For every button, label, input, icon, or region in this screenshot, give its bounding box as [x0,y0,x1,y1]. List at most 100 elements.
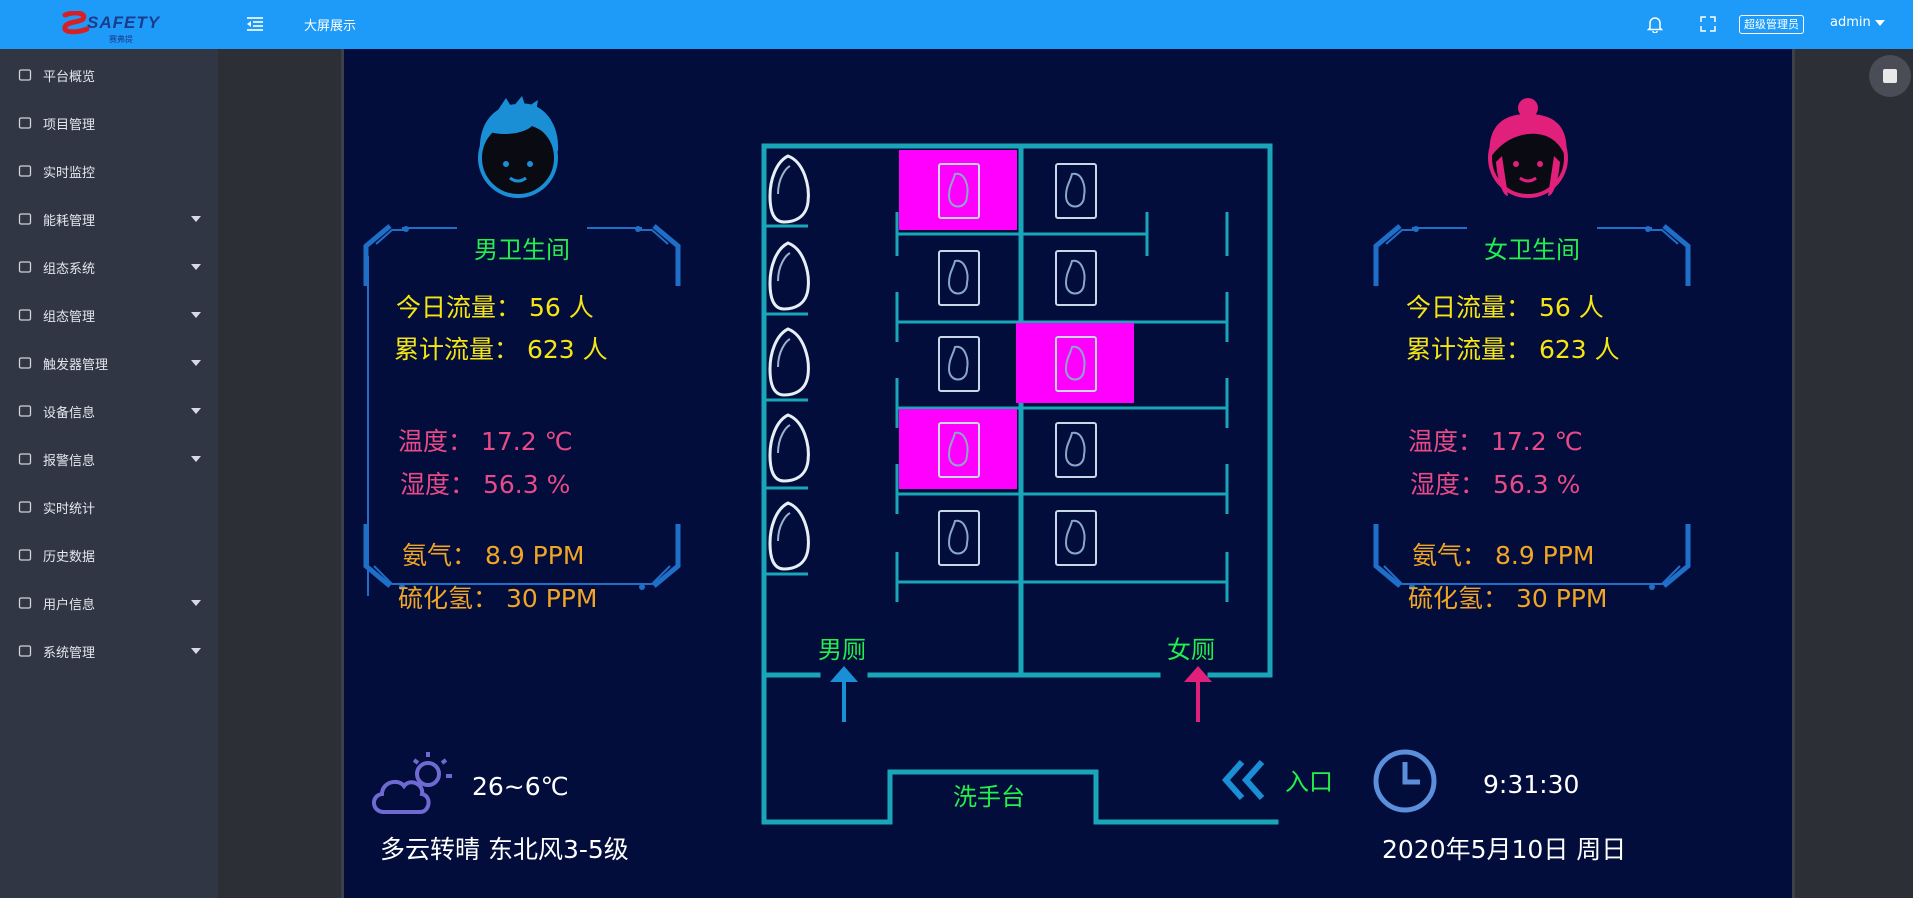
sidebar-item-3[interactable]: 能耗管理 [0,197,218,241]
male-stall-label: 男厕 [818,636,866,664]
female-restroom-panel: 女卫生间 今日流量： 56 人 累计流量： 623 人 温度： 17.2 ℃ 湿… [1372,126,1692,613]
chevron-down-icon[interactable] [191,216,201,222]
toilet-stall [938,250,980,306]
sidebar-item-label: 用户信息 [43,597,96,613]
chevron-down-icon[interactable] [191,456,201,462]
toilet-stall [1055,163,1097,219]
chevron-down-icon[interactable] [191,312,201,318]
stat-label: 累计流量： [394,335,520,364]
female-temperature: 温度： 17.2 ℃ [1408,422,1583,458]
stat-value: 8.9 PPM [484,541,585,570]
sidebar-item-7[interactable]: 设备信息 [0,389,218,433]
clock-date: 2020年5月10日 周日 [1382,835,1627,864]
male-today-flow: 今日流量： 56 人 [396,288,594,324]
cube-icon [18,165,32,177]
clock-icon [1373,749,1437,813]
stat-label: 今日流量： [396,293,522,322]
sidebar-item-10[interactable]: 历史数据 [0,533,218,577]
sidebar-item-1[interactable]: 项目管理 [0,101,218,145]
toilet-stall [1055,422,1097,478]
chevron-down-icon[interactable] [191,264,201,270]
female-today-flow: 今日流量： 56 人 [1406,288,1604,324]
table-icon [18,309,32,321]
scroll-button[interactable] [1869,55,1911,97]
sidebar-item-0[interactable]: 平台概览 [0,53,218,97]
sidebar-item-12[interactable]: 系统管理 [0,629,218,673]
sink-label: 洗手台 [953,783,1025,811]
female-h2s: 硫化氢： 30 PPM [1408,579,1607,615]
female-entry-arrow-icon [1184,666,1212,722]
stat-label: 湿度： [1410,470,1486,499]
stat-value: 8.9 PPM [1494,541,1595,570]
sidebar-item-9[interactable]: 实时统计 [0,485,218,529]
top-bar: SAFETY 赛弗提 大屏展示 超级管理员 admin [0,0,1913,49]
infinity-icon [18,357,32,369]
sidebar-item-label: 设备信息 [43,405,96,421]
stat-value: 30 PPM [1515,584,1608,613]
toilet-stall [899,150,1017,230]
male-h2s: 硫化氢： 30 PPM [398,579,597,615]
sidebar-item-6[interactable]: 触发器管理 [0,341,218,385]
double-chevron-left-icon [1221,760,1265,800]
menu-fold-icon[interactable] [246,16,264,32]
role-badge: 超级管理员 [1739,15,1804,34]
sidebar-item-5[interactable]: 组态管理 [0,293,218,337]
sidebar-item-label: 系统管理 [43,645,96,661]
sidebar-item-label: 组态系统 [43,261,96,277]
bell-icon[interactable] [1647,15,1663,33]
entry-label: 入口 [1285,768,1333,796]
male-avatar-icon [478,96,559,198]
sidebar: 平台概览项目管理实时监控能耗管理组态系统组态管理触发器管理设备信息报警信息实时统… [0,49,218,898]
toilet-stall [938,510,980,566]
sidebar-item-label: 实时监控 [43,165,96,181]
user-icon [18,597,32,609]
sidebar-item-2[interactable]: 实时监控 [0,149,218,193]
male-temperature: 温度： 17.2 ℃ [398,422,573,458]
urinal-icon [768,241,810,311]
chevron-down-icon[interactable] [191,648,201,654]
chart-circle-icon [18,405,32,417]
sidebar-item-label: 报警信息 [43,453,96,469]
male-ammonia: 氨气： 8.9 PPM [402,536,584,572]
page-title: 大屏展示 [304,19,357,34]
urinal-icon [768,413,810,483]
sidebar-item-4[interactable]: 组态系统 [0,245,218,289]
chevron-down-icon[interactable] [191,600,201,606]
weather-description: 多云转晴 东北风3-5级 [380,835,629,864]
stat-value: 56 人 [528,293,594,322]
panel-frame [363,224,681,596]
chevron-down-icon[interactable] [191,408,201,414]
home-icon [18,69,32,81]
panel-frame [1373,224,1691,590]
urinal-icon [768,501,810,571]
chevron-down-icon[interactable] [191,360,201,366]
weather-temperature: 26~6℃ [472,772,569,801]
female-avatar-icon [1488,98,1568,198]
logo-swoosh-icon [62,10,90,34]
sidebar-item-label: 能耗管理 [43,213,96,229]
toilet-stall [1016,323,1134,403]
stat-label: 硫化氢： [398,584,499,613]
male-panel-title: 男卫生间 [474,236,570,264]
toilet-stall [938,336,980,392]
stat-label: 温度： [1408,427,1484,456]
stat-value: 17.2 ℃ [1490,427,1583,456]
user-menu[interactable]: admin [1830,15,1885,30]
sidebar-item-label: 历史数据 [43,549,96,565]
male-restroom-panel: 男卫生间 今日流量： 56 人 累计流量： 623 人 温度： 17.2 ℃ 湿… [362,126,682,613]
male-humidity: 湿度： 56.3 % [400,465,570,501]
stat-value: 623 人 [1538,335,1620,364]
stat-value: 17.2 ℃ [480,427,573,456]
female-panel-title: 女卫生间 [1484,236,1580,264]
female-ammonia: 氨气： 8.9 PPM [1412,536,1594,572]
stat-label: 氨气： [402,541,478,570]
image-icon [18,261,32,273]
fullscreen-icon[interactable] [1700,16,1716,32]
stat-value: 56.3 % [1492,470,1581,499]
toilet-stall [1055,250,1097,306]
sidebar-item-11[interactable]: 用户信息 [0,581,218,625]
sidebar-item-label: 组态管理 [43,309,96,325]
logo[interactable]: SAFETY 赛弗提 [0,0,218,49]
stat-label: 硫化氢： [1408,584,1509,613]
sidebar-item-8[interactable]: 报警信息 [0,437,218,481]
